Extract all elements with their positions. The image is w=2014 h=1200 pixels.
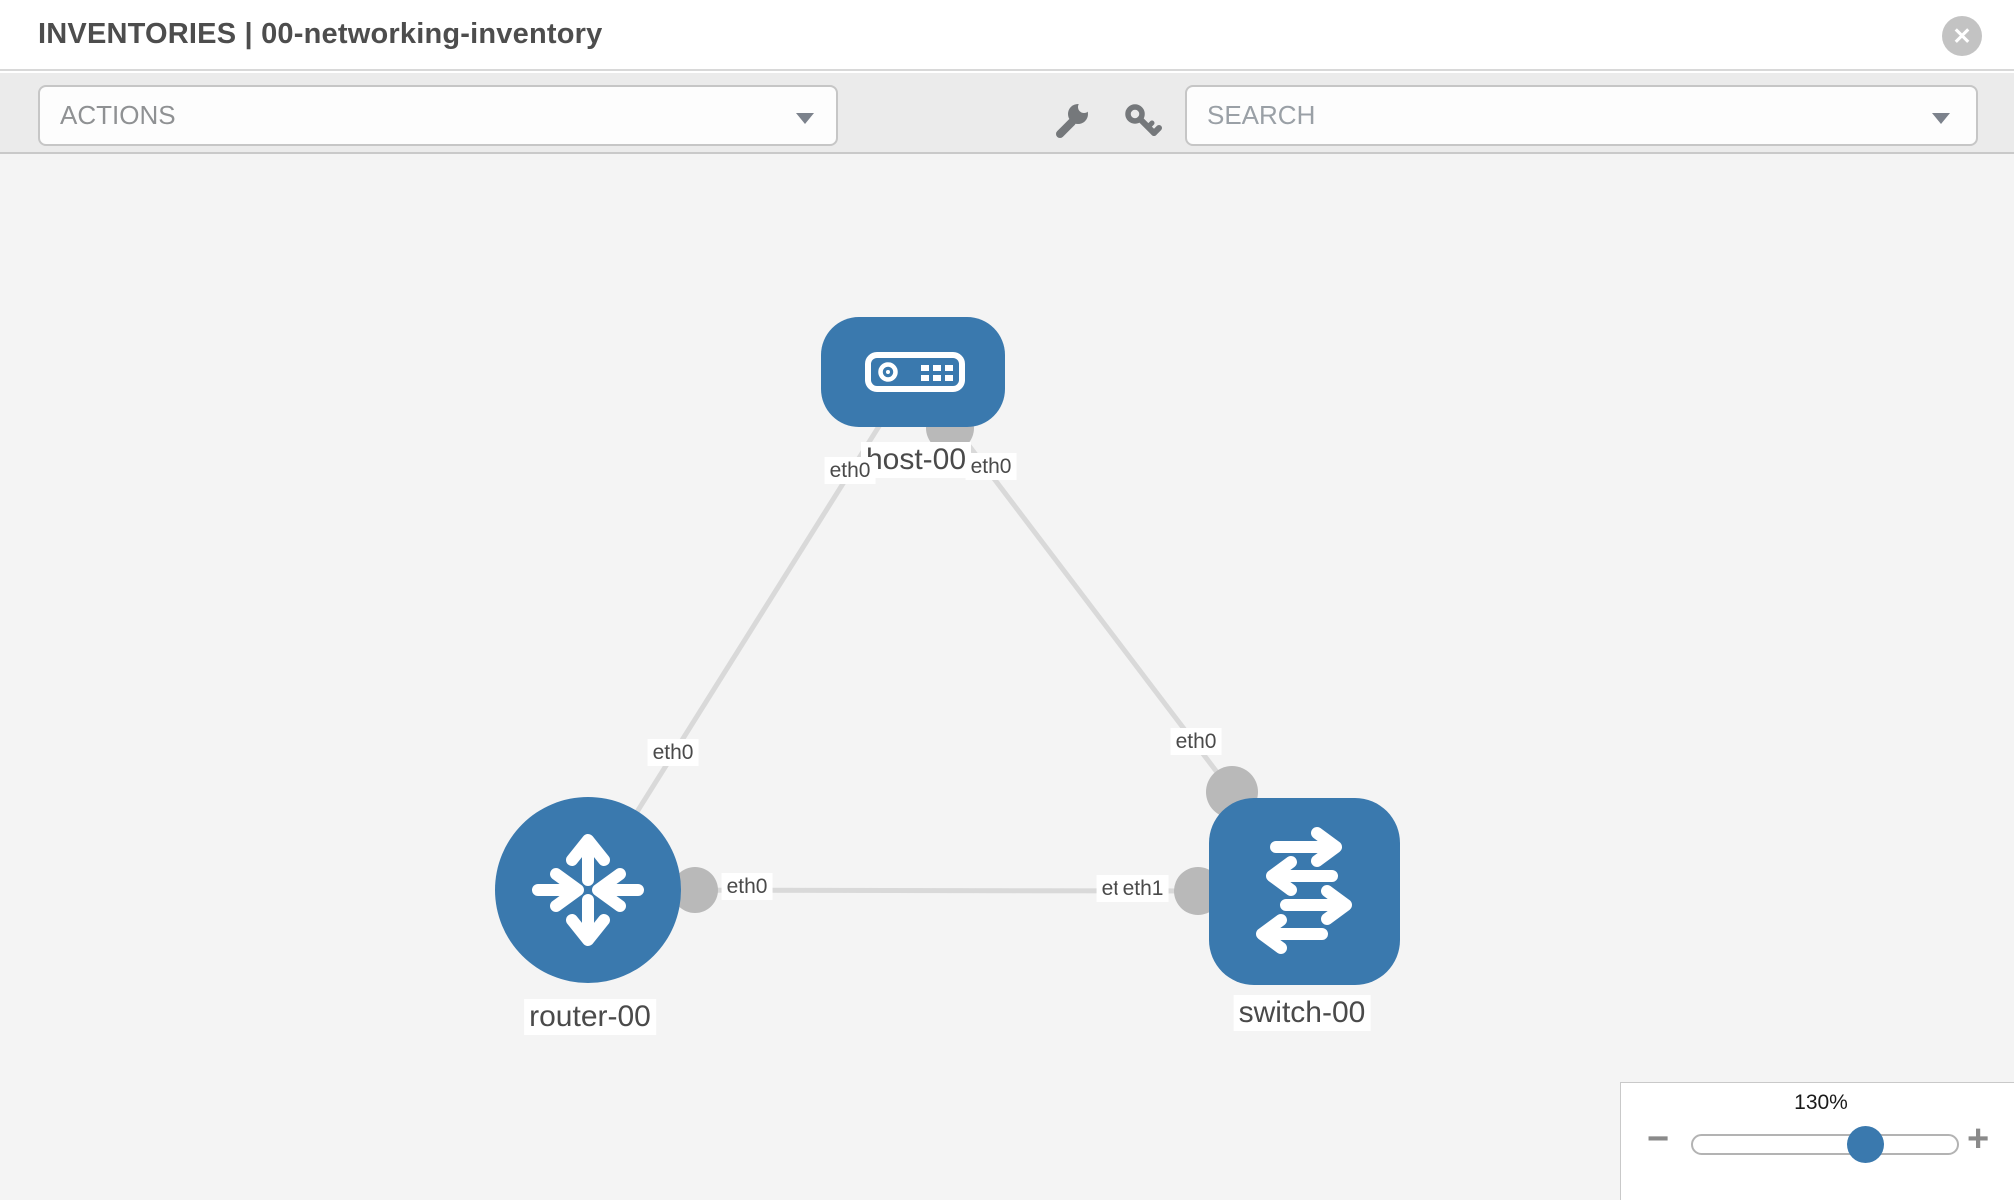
topology-graph bbox=[495, 317, 1400, 985]
zoom-in-button[interactable]: + bbox=[1967, 1118, 1990, 1160]
if-label-host-router-tgt: eth0 bbox=[647, 739, 699, 766]
chevron-down-icon bbox=[796, 113, 814, 124]
if-label-host-switch-tgt: eth0 bbox=[1170, 728, 1222, 755]
host-ports-grid bbox=[921, 365, 953, 381]
host-icon bbox=[865, 352, 965, 392]
zoom-slider-handle[interactable] bbox=[1847, 1126, 1884, 1163]
chevron-down-icon bbox=[1932, 113, 1950, 124]
node-host-00[interactable] bbox=[821, 317, 1005, 427]
wrench-handle bbox=[1056, 118, 1076, 138]
node-switch-00[interactable] bbox=[1209, 798, 1400, 985]
key-tooth bbox=[1151, 125, 1162, 136]
node-label-router: router-00 bbox=[524, 999, 656, 1035]
topology-canvas[interactable]: host-00 router-00 switch-00 eth0 eth0 et… bbox=[0, 154, 2014, 1200]
if-label-router-switch-tgt: eth1 bbox=[1117, 875, 1169, 902]
node-router-00[interactable] bbox=[495, 797, 681, 983]
router-node-shape bbox=[495, 797, 681, 983]
switch-arrow-3 bbox=[1280, 885, 1352, 925]
node-label-switch: switch-00 bbox=[1233, 995, 1371, 1031]
toolbar: ACTIONS SEARCH bbox=[0, 73, 2014, 154]
key-bow bbox=[1125, 104, 1145, 124]
wrench-icon[interactable] bbox=[1053, 101, 1093, 141]
switch-arrow-2 bbox=[1266, 856, 1338, 896]
node-label-host: host-00 bbox=[860, 442, 972, 478]
zoom-out-button[interactable]: − bbox=[1647, 1118, 1670, 1160]
zoom-level-value: 130% bbox=[1794, 1091, 1848, 1114]
actions-dropdown[interactable]: ACTIONS bbox=[38, 85, 838, 146]
search-placeholder: SEARCH bbox=[1207, 100, 1316, 130]
host-node-shape bbox=[821, 317, 1005, 427]
switch-node-shape bbox=[1209, 798, 1400, 985]
page-title: INVENTORIES | 00-networking-inventory bbox=[38, 18, 603, 50]
router-arrow-left bbox=[592, 868, 644, 912]
zoom-control-panel: 130% − + bbox=[1620, 1082, 2014, 1200]
ports-layer bbox=[672, 404, 1258, 915]
close-icon[interactable]: ✕ bbox=[1942, 16, 1982, 56]
search-input[interactable]: SEARCH bbox=[1185, 85, 1978, 146]
router-arrow-down bbox=[566, 894, 610, 946]
switch-arrow-4 bbox=[1256, 914, 1328, 954]
key-icon[interactable] bbox=[1122, 101, 1162, 141]
router-icon bbox=[532, 834, 644, 946]
host-led-ring bbox=[878, 362, 898, 382]
host-led-dot bbox=[886, 370, 890, 374]
switch-icon bbox=[1256, 827, 1352, 954]
host-chassis bbox=[865, 352, 965, 392]
if-label-host-switch-src: eth0 bbox=[965, 453, 1017, 480]
key-tooth-2 bbox=[1145, 120, 1155, 130]
router-arrow-up bbox=[566, 834, 610, 886]
actions-dropdown-label: ACTIONS bbox=[60, 100, 176, 130]
if-label-host-router-src: eth0 bbox=[824, 457, 876, 484]
port-router-eth0 bbox=[672, 867, 718, 913]
window-header: INVENTORIES | 00-networking-inventory ✕ bbox=[0, 0, 2014, 71]
switch-arrow-1 bbox=[1270, 827, 1342, 867]
router-arrow-right bbox=[532, 868, 584, 912]
wrench-notch bbox=[1078, 101, 1090, 113]
if-label-router-switch-src: eth0 bbox=[721, 873, 773, 900]
zoom-slider-track[interactable] bbox=[1691, 1134, 1959, 1155]
